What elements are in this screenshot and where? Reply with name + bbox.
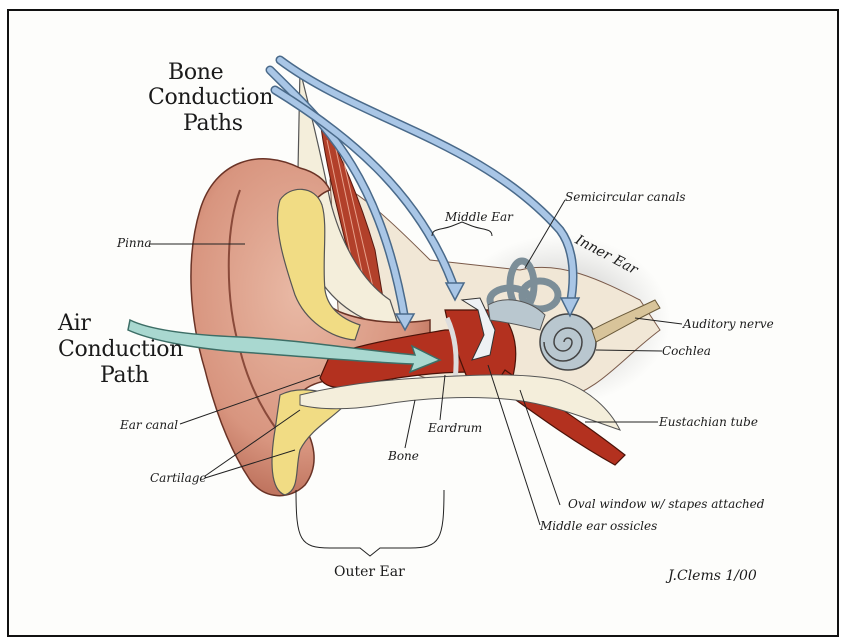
label-auditory-nerve: Auditory nerve <box>683 317 774 331</box>
label-outer-ear: Outer Ear <box>334 564 405 580</box>
label-semicircular-canals: Semicircular canals <box>565 190 686 204</box>
label-pinna: Pinna <box>117 236 152 250</box>
label-eustachian-tube: Eustachian tube <box>659 415 758 429</box>
label-middle-ear: Middle Ear <box>445 210 513 224</box>
label-cochlea: Cochlea <box>662 344 711 358</box>
label-middle-ear-ossicles: Middle ear ossicles <box>540 519 657 533</box>
label-bone-paths: Paths <box>183 112 243 136</box>
label-ear-canal: Ear canal <box>120 418 178 432</box>
label-bone-structure: Bone <box>388 449 419 463</box>
label-bone: Bone <box>168 61 223 85</box>
artist-signature: J.Clems 1/00 <box>668 568 757 584</box>
label-air: Air <box>58 312 91 336</box>
label-air-path: Path <box>100 364 149 388</box>
label-air-conduction: Conduction <box>58 338 183 362</box>
label-cartilage: Cartilage <box>150 471 207 485</box>
cochlea-shape <box>540 314 596 370</box>
label-oval-window: Oval window w/ stapes attached <box>568 497 764 511</box>
label-eardrum: Eardrum <box>428 421 482 435</box>
label-bone-conduction: Conduction <box>148 86 273 110</box>
